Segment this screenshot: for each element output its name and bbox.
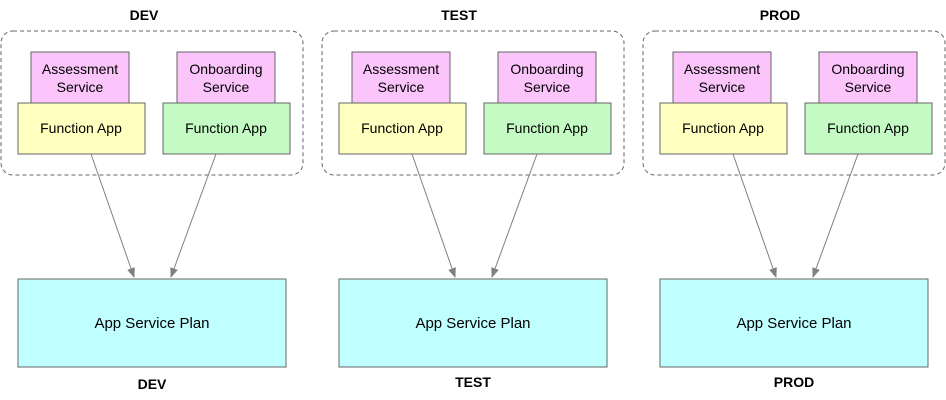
environment-group-border [642, 30, 946, 176]
arrow-assessment-to-plan [90, 153, 135, 278]
assessment-service-label-line2: Service [378, 79, 425, 95]
onboarding-service-label: Onboarding [189, 61, 262, 77]
environment-group-border [321, 30, 625, 176]
environment-title-top: PROD [760, 7, 800, 23]
environment-title-top: TEST [441, 7, 477, 23]
assessment-function-app-label: Function App [682, 120, 764, 136]
assessment-service-label: Assessment [684, 61, 760, 77]
arrow-onboarding-to-plan [812, 153, 859, 278]
environment-title-bottom: DEV [138, 376, 167, 392]
onboarding-service-box[interactable] [497, 51, 597, 104]
assessment-function-app-box[interactable] [17, 102, 146, 155]
onboarding-service-label: Onboarding [510, 61, 583, 77]
onboarding-function-app-box[interactable] [483, 102, 612, 155]
assessment-service-box[interactable] [30, 51, 130, 104]
environment-title-bottom: TEST [455, 374, 491, 390]
app-service-plan-box[interactable] [659, 278, 929, 368]
app-service-plan-label: App Service Plan [736, 315, 851, 332]
onboarding-function-app-label: Function App [827, 120, 909, 136]
onboarding-service-box[interactable] [818, 51, 918, 104]
onboarding-service-box[interactable] [176, 51, 276, 104]
environment-group-border [0, 30, 304, 176]
assessment-service-box[interactable] [672, 51, 772, 104]
assessment-function-app-label: Function App [361, 120, 443, 136]
onboarding-service-label-line2: Service [845, 79, 892, 95]
arrow-onboarding-to-plan [170, 153, 217, 278]
environment-prod: PROD Assessment Service Function App Onb… [642, 7, 946, 390]
onboarding-service-label-line2: Service [203, 79, 250, 95]
onboarding-function-app-label: Function App [185, 120, 267, 136]
assessment-service-box[interactable] [351, 51, 451, 104]
environment-title-top: DEV [130, 7, 159, 23]
onboarding-service-label: Onboarding [831, 61, 904, 77]
app-service-plan-label: App Service Plan [94, 315, 209, 332]
assessment-service-label-line2: Service [699, 79, 746, 95]
onboarding-service-label-line2: Service [524, 79, 571, 95]
arrow-assessment-to-plan [732, 153, 777, 278]
environment-title-bottom: PROD [774, 374, 814, 390]
onboarding-function-app-label: Function App [506, 120, 588, 136]
assessment-service-label-line2: Service [57, 79, 104, 95]
arrow-assessment-to-plan [411, 153, 456, 278]
environment-test: TEST Assessment Service Function App Onb… [321, 7, 625, 390]
assessment-function-app-box[interactable] [659, 102, 788, 155]
app-service-plan-box[interactable] [338, 278, 608, 368]
app-service-plan-label: App Service Plan [415, 315, 530, 332]
arrow-onboarding-to-plan [491, 153, 538, 278]
assessment-function-app-box[interactable] [338, 102, 467, 155]
assessment-function-app-label: Function App [40, 120, 122, 136]
onboarding-function-app-box[interactable] [162, 102, 291, 155]
assessment-service-label: Assessment [42, 61, 118, 77]
onboarding-function-app-box[interactable] [804, 102, 933, 155]
assessment-service-label: Assessment [363, 61, 439, 77]
app-service-plan-box[interactable] [17, 278, 287, 368]
environment-dev: DEV Assessment Service Function App Onbo… [0, 7, 304, 392]
